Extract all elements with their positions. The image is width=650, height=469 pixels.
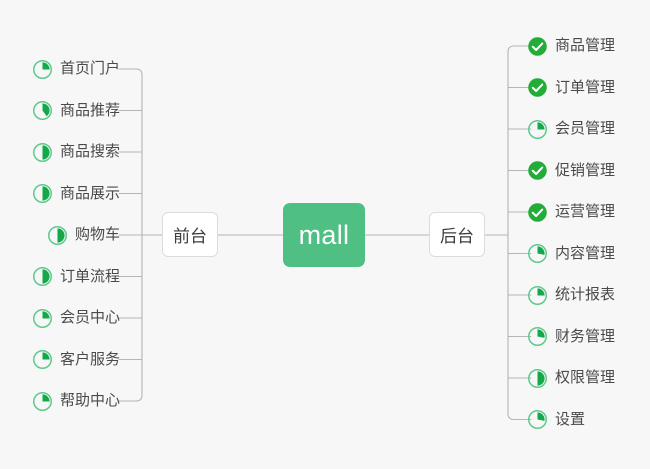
leaf-item-label: 首页门户 [59, 60, 120, 77]
progress-ring-icon [528, 285, 547, 305]
leaf-item-left-6[interactable]: 会员中心 [32, 306, 120, 330]
leaf-item-label: 财务管理 [555, 327, 616, 345]
leaf-item-right-3[interactable]: 促销管理 [527, 159, 615, 183]
check-circle-icon [528, 36, 547, 56]
leaf-item-right-6[interactable]: 统计报表 [527, 283, 615, 307]
leaf-item-label: 权限管理 [555, 369, 616, 386]
leaf-item-left-8[interactable]: 帮助中心 [32, 389, 120, 413]
progress-ring-icon [528, 327, 547, 346]
leaf-item-left-1[interactable]: 商品推荐 [32, 99, 120, 123]
leaf-item-label: 订单管理 [555, 78, 616, 96]
progress-ring-icon [32, 267, 52, 286]
leaf-item-label: 内容管理 [555, 244, 616, 262]
leaf-item-label: 运营管理 [555, 203, 616, 220]
check-circle-icon [528, 202, 547, 222]
branch-node-frontend[interactable]: 前台 [162, 212, 218, 257]
leaf-item-right-9[interactable]: 设置 [527, 408, 585, 432]
branch-node-backend-label: 后台 [440, 227, 474, 246]
progress-ring-icon [32, 184, 52, 203]
leaf-item-right-2[interactable]: 会员管理 [527, 117, 615, 141]
leaf-item-right-5[interactable]: 内容管理 [527, 242, 615, 266]
progress-ring-icon [528, 244, 547, 263]
branch-node-frontend-label: 前台 [173, 227, 207, 246]
leaf-item-label: 客户服务 [59, 350, 120, 368]
progress-ring-icon [47, 225, 67, 245]
leaf-item-label: 设置 [555, 410, 586, 428]
progress-ring-icon [32, 101, 52, 120]
center-node-mall[interactable]: mall [283, 203, 365, 267]
leaf-item-left-0[interactable]: 首页门户 [32, 57, 120, 81]
leaf-item-label: 促销管理 [555, 161, 616, 179]
leaf-item-right-8[interactable]: 权限管理 [527, 366, 615, 390]
leaf-item-label: 统计报表 [555, 286, 616, 303]
leaf-item-label: 会员管理 [555, 120, 616, 137]
center-node-label: mall [298, 219, 350, 250]
leaf-item-label: 会员中心 [59, 309, 120, 326]
leaf-item-label: 商品管理 [555, 37, 616, 54]
leaf-item-label: 帮助中心 [59, 392, 120, 409]
leaf-item-label: 商品搜索 [59, 143, 120, 160]
leaf-item-label: 商品展示 [59, 184, 120, 202]
leaf-item-left-2[interactable]: 商品搜索 [32, 140, 120, 164]
leaf-item-right-1[interactable]: 订单管理 [527, 76, 615, 100]
branch-node-backend[interactable]: 后台 [429, 212, 485, 257]
progress-ring-icon [32, 350, 52, 369]
leaf-item-left-5[interactable]: 订单流程 [32, 265, 120, 289]
leaf-item-left-3[interactable]: 商品展示 [32, 182, 120, 206]
leaf-item-right-4[interactable]: 运营管理 [527, 200, 615, 224]
leaf-item-right-0[interactable]: 商品管理 [527, 34, 615, 58]
progress-ring-icon [32, 391, 52, 411]
leaf-item-left-7[interactable]: 客户服务 [32, 348, 120, 372]
leaf-item-label: 订单流程 [59, 267, 120, 285]
leaf-item-left-4[interactable]: 购物车 [47, 223, 120, 247]
leaf-item-right-7[interactable]: 财务管理 [527, 325, 615, 349]
progress-ring-icon [528, 368, 547, 388]
progress-ring-icon [528, 119, 547, 139]
progress-ring-icon [528, 410, 547, 429]
progress-ring-icon [32, 59, 52, 79]
progress-ring-icon [32, 142, 52, 162]
leaf-item-label: 商品推荐 [59, 101, 120, 119]
progress-ring-icon [32, 308, 52, 328]
check-circle-icon [528, 78, 547, 97]
check-circle-icon [528, 161, 547, 180]
leaf-item-label: 购物车 [74, 226, 120, 243]
